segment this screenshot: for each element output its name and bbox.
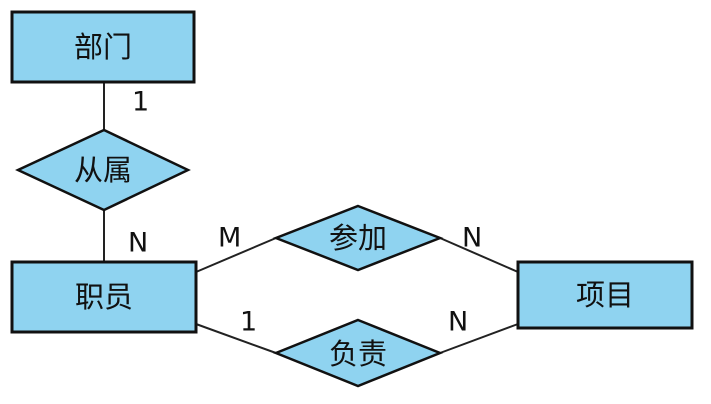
cardinality-employee-belongs: N [128,228,148,259]
relation-participate-label: 参加 [329,221,387,255]
relation-participate-diamond [272,204,444,272]
relation-belongs-to-label: 从属 [74,153,132,187]
entity-employee-box [10,260,198,334]
cardinality-employee-participate: M [218,223,241,254]
entity-department-label: 部门 [74,30,132,64]
relation-belongs-to-diamond [15,128,191,212]
cardinality-project-participate: N [462,223,482,254]
line-employee-responsible [195,323,277,354]
cardinality-employee-responsible: 1 [240,307,257,338]
cardinality-department-side: 1 [132,87,149,118]
relation-responsible-label: 负责 [329,337,387,371]
entity-project: 项目 [516,260,694,330]
relation-belongs-to: 从属 [15,128,191,212]
relation-participate: 参加 [272,204,444,272]
line-responsible-project [439,323,519,354]
entity-employee-label: 职员 [75,280,133,314]
entity-department-box [10,10,196,84]
entity-project-label: 项目 [576,278,634,312]
line-participate-project [439,237,519,273]
cardinality-project-responsible: N [448,307,468,338]
relation-responsible-diamond [272,318,444,388]
entity-employee: 职员 [10,260,198,334]
entity-department: 部门 [10,10,196,84]
entity-project-box [516,260,694,330]
line-employee-participate [195,237,277,273]
relation-responsible: 负责 [272,318,444,388]
